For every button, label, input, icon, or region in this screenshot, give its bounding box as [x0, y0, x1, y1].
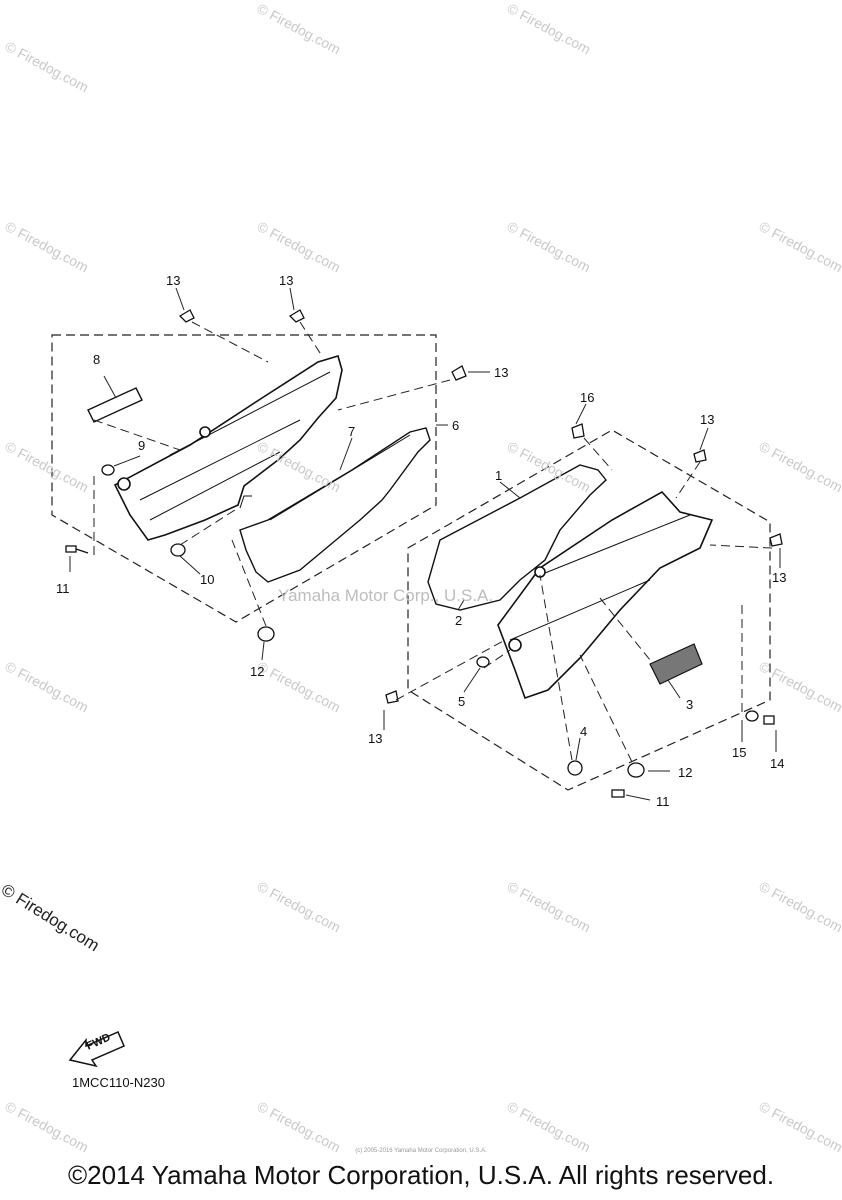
callout-9: 9 [138, 438, 146, 453]
right-assembly-box [407, 429, 771, 791]
emblem-strip [87, 387, 143, 423]
badge-emblem [649, 643, 703, 685]
left-side-cover [113, 355, 343, 541]
callout-11: 11 [56, 581, 70, 596]
right-small-parts [385, 423, 783, 798]
tiny-notice: (c) 2005-2016 Yamaha Motor Corporation, … [355, 1148, 487, 1154]
left-small-parts [65, 309, 467, 642]
callout-15: 15 [732, 745, 747, 760]
callout-16: 16 [580, 390, 595, 405]
center-watermark: Yamaha Motor Corp., U.S.A. [278, 586, 494, 605]
callout-3: 3 [686, 697, 694, 712]
callout-13: 13 [494, 365, 509, 380]
callout-13: 13 [772, 570, 787, 585]
callout-13: 13 [279, 273, 294, 288]
left-panel-liner [239, 427, 431, 583]
callout-4: 4 [580, 724, 588, 739]
callout-13: 13 [700, 412, 715, 427]
callout-8: 8 [93, 352, 101, 367]
callout-13: 13 [166, 273, 181, 288]
right-panel-liner [427, 464, 607, 611]
leader-lines [69, 287, 781, 801]
right-side-cover [497, 490, 714, 700]
part-code: 1MCC110-N230 [72, 1075, 165, 1090]
callout-12: 12 [250, 664, 265, 679]
fwd-arrow-icon [68, 1031, 125, 1068]
callout-13: 13 [368, 731, 383, 746]
copyright-notice: ©2014 Yamaha Motor Corporation, U.S.A. A… [67, 1160, 775, 1190]
callout-1: 1 [495, 468, 503, 483]
left-assembly-box [51, 334, 437, 623]
projection-lines [93, 321, 773, 763]
callout-12: 12 [678, 765, 693, 780]
callout-7: 7 [348, 424, 356, 439]
callout-5: 5 [458, 694, 466, 709]
callout-14: 14 [770, 756, 785, 771]
callout-6: 6 [452, 418, 460, 433]
callout-11: 11 [656, 794, 670, 809]
callout-10: 10 [200, 572, 215, 587]
callout-2: 2 [455, 613, 463, 628]
